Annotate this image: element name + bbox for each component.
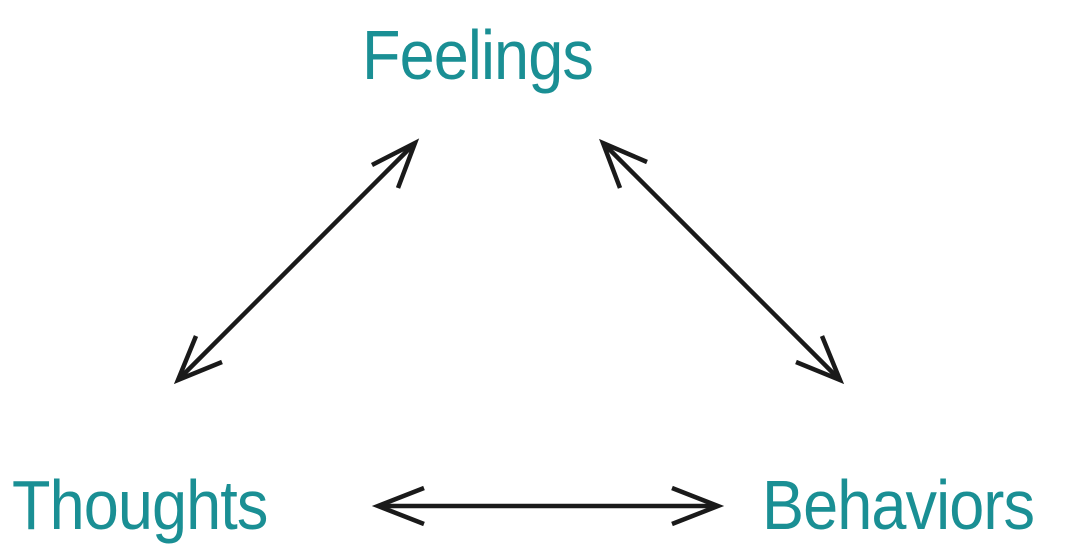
thoughts-label: Thoughts xyxy=(12,466,268,544)
arrow-thoughts-feelings xyxy=(173,138,420,385)
behaviors-label: Behaviors xyxy=(762,466,1035,544)
arrow-thoughts-behaviors xyxy=(371,485,725,527)
feelings-label: Feelings xyxy=(362,16,594,94)
arrow-feelings-behaviors xyxy=(599,138,845,385)
